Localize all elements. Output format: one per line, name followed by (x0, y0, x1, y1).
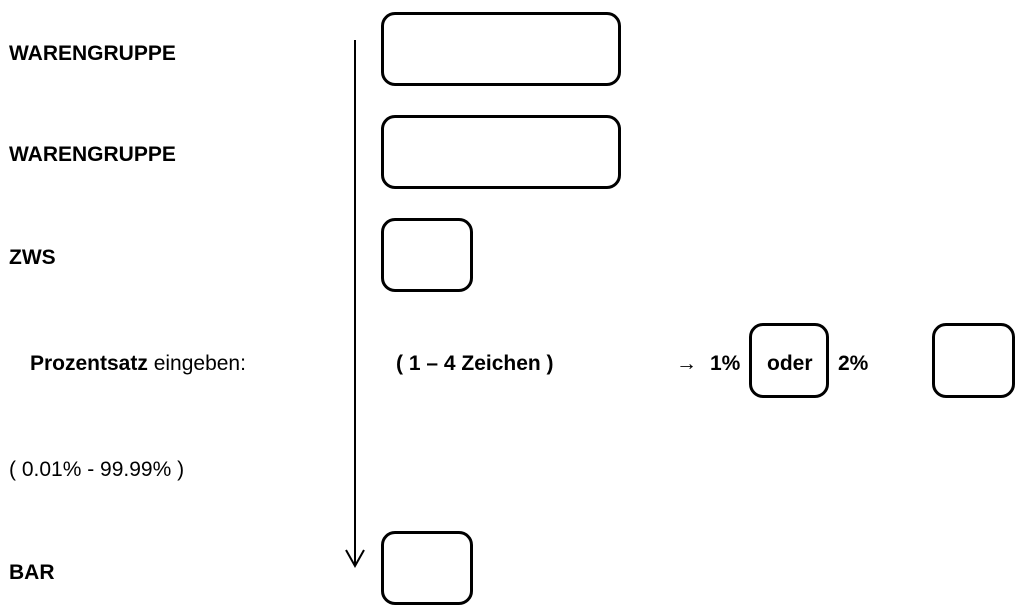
warengruppe-key-1[interactable] (381, 12, 621, 86)
range-hint: ( 0.01% - 99.99% ) (9, 458, 185, 481)
down-arrow-icon (345, 40, 365, 569)
warengruppe-label-1: WARENGRUPPE (9, 42, 176, 65)
bar-label: BAR (9, 561, 55, 584)
oder-label: oder (767, 352, 813, 375)
bar-key[interactable] (381, 531, 473, 605)
prozentsatz-label: Prozentsatz eingeben: (30, 352, 246, 376)
option-1-percent: 1% (710, 352, 741, 375)
warengruppe-label-2: WARENGRUPPE (9, 143, 176, 166)
char-count-hint: ( 1 – 4 Zeichen ) (396, 352, 554, 375)
oder-key[interactable] (749, 323, 829, 398)
zws-key[interactable] (381, 218, 473, 292)
zws-label: ZWS (9, 246, 56, 269)
percent-key[interactable] (932, 323, 1015, 398)
prozentsatz-bold-text: Prozentsatz (30, 352, 148, 375)
warengruppe-key-2[interactable] (381, 115, 621, 189)
prozentsatz-rest-text: eingeben: (147, 352, 246, 375)
right-arrow-icon: → (676, 352, 697, 375)
option-2-percent: 2% (838, 352, 869, 375)
